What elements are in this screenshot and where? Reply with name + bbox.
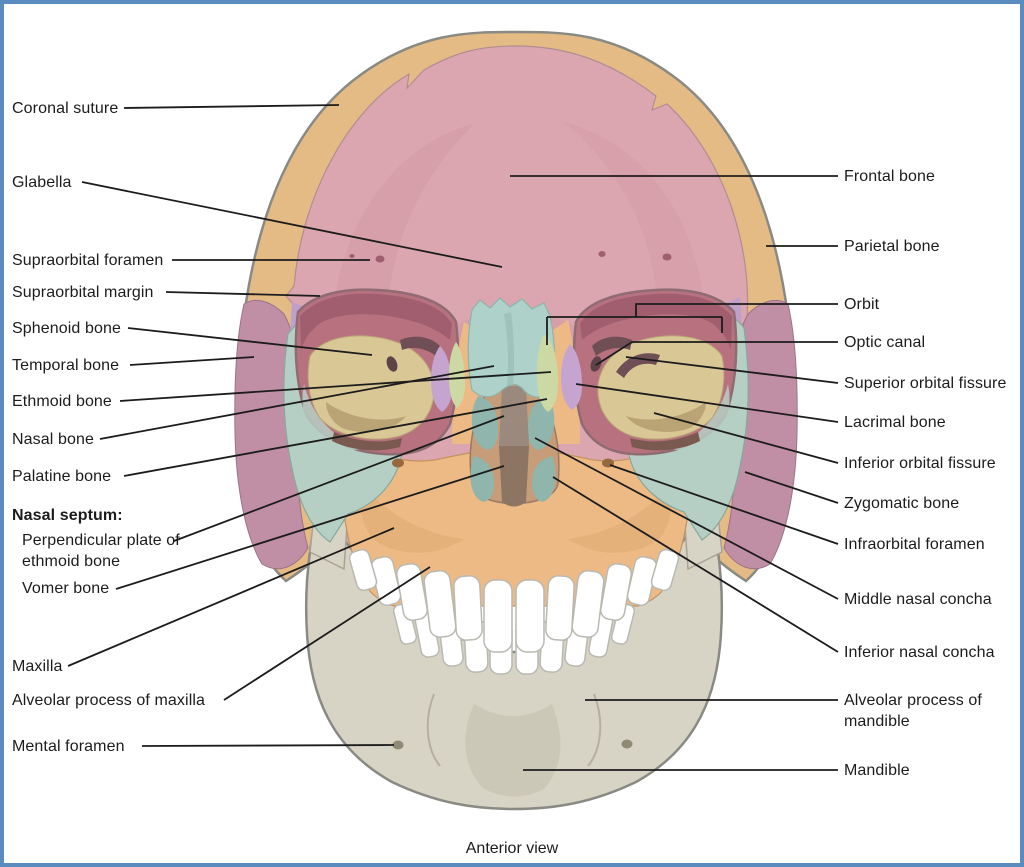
- supraorbital-foramen-right: [662, 253, 672, 261]
- label-nasal-bone: Nasal bone: [12, 431, 94, 448]
- label-orbit: Orbit: [844, 296, 880, 313]
- inferior-nasal-concha-left: [470, 456, 494, 502]
- label-maxilla: Maxilla: [12, 658, 63, 675]
- label-mental-foramen: Mental foramen: [12, 738, 125, 755]
- mental-foramen-left: [392, 740, 404, 750]
- lacrimal-bone-right: [561, 344, 582, 410]
- left-orbit-region: [294, 288, 465, 456]
- label-perpendicular-plate: Perpendicular plate of ethmoid bone: [22, 532, 180, 570]
- label-supraorbital-margin: Supraorbital margin: [12, 284, 154, 301]
- label-lacrimal-bone: Lacrimal bone: [844, 414, 946, 431]
- maxilla-region: [340, 320, 692, 607]
- label-middle-nasal-concha: Middle nasal concha: [844, 591, 992, 608]
- ethmoid-bone-left: [449, 342, 465, 408]
- label-zygomatic-bone: Zygomatic bone: [844, 495, 960, 512]
- label-parietal-bone: Parietal bone: [844, 238, 940, 255]
- label-alveolar-process-maxilla: Alveolar process of maxilla: [12, 692, 205, 709]
- inferior-nasal-concha-right: [532, 456, 556, 502]
- label-optic-canal: Optic canal: [844, 334, 926, 351]
- label-ethmoid-bone: Ethmoid bone: [12, 393, 112, 410]
- right-orbit-region: [537, 288, 738, 456]
- vomer-region: [499, 446, 529, 507]
- label-inferior-orbital-fissure: Inferior orbital fissure: [844, 455, 996, 472]
- label-vomer-bone: Vomer bone: [22, 580, 110, 597]
- label-inferior-nasal-concha: Inferior nasal concha: [844, 644, 995, 661]
- leader-lines: [67, 104, 839, 771]
- label-supraorbital-foramen: Supraorbital foramen: [12, 252, 164, 269]
- mental-foramen-right: [621, 739, 633, 749]
- frontal-notch-right: [598, 251, 606, 257]
- perpendicular-plate-region: [499, 386, 529, 446]
- supraorbital-foramen-left: [375, 255, 385, 263]
- label-temporal-bone: Temporal bone: [12, 357, 120, 374]
- label-frontal-bone: Frontal bone: [844, 168, 936, 185]
- frontal-notch-left: [349, 254, 355, 258]
- label-sphenoid-bone: Sphenoid bone: [12, 320, 121, 337]
- label-mandible: Mandible: [844, 762, 910, 779]
- skull-diagram: [67, 30, 839, 811]
- label-alveolar-process-mandible: Alveolar process of mandible: [844, 692, 982, 730]
- nasal-cavity-region: [469, 381, 560, 507]
- label-glabella: Glabella: [12, 174, 72, 191]
- label-palatine-bone: Palatine bone: [12, 468, 112, 485]
- label-coronal-suture: Coronal suture: [12, 100, 119, 117]
- label-infraorbital-foramen: Infraorbital foramen: [844, 536, 985, 553]
- label-nasal-septum: Nasal septum:: [12, 507, 123, 524]
- label-superior-orbital-fissure: Superior orbital fissure: [844, 375, 1007, 392]
- figure-caption: Anterior view: [465, 840, 559, 857]
- teeth: [348, 548, 680, 675]
- infraorbital-foramen-left: [392, 458, 404, 468]
